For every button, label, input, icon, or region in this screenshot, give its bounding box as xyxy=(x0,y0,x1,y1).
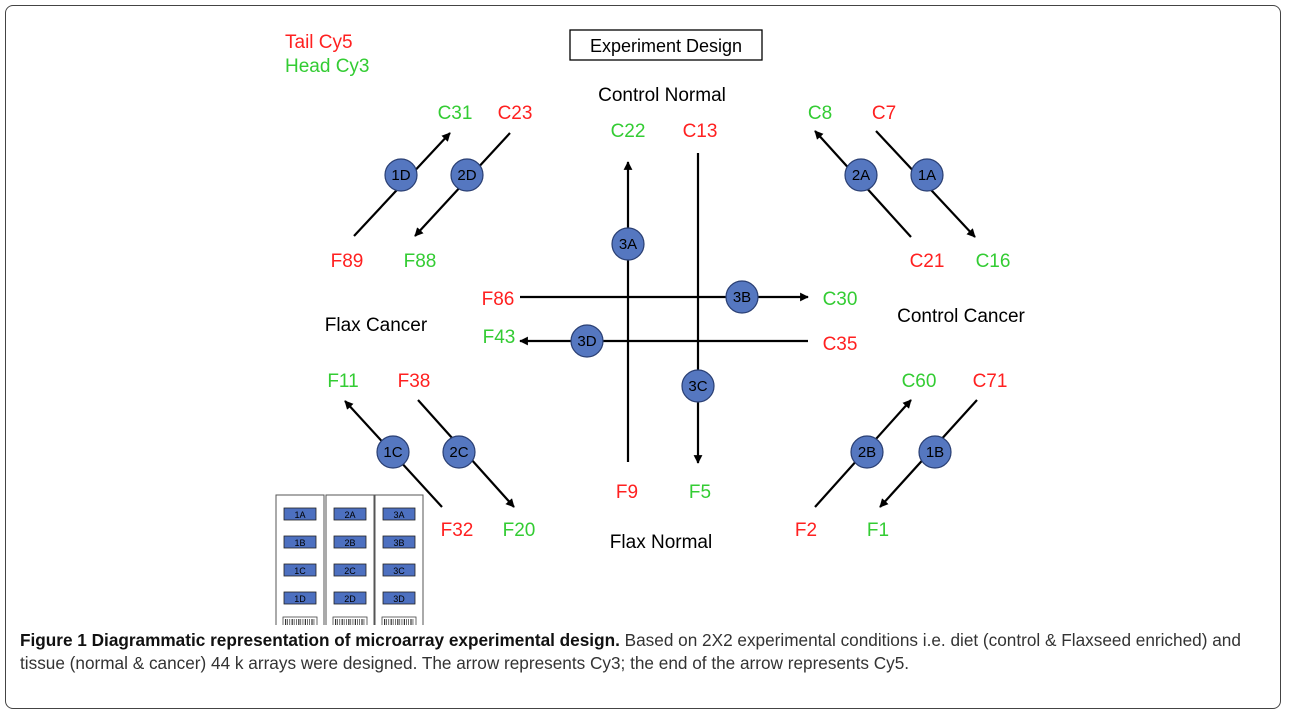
slide-array-label-3A: 3A xyxy=(393,510,404,520)
barcode-3 xyxy=(381,616,417,625)
node-label-1B: 1B xyxy=(926,444,944,461)
node-1D xyxy=(384,158,418,192)
slide-array-label-2C: 2C xyxy=(344,566,356,576)
sample-F11: F11 xyxy=(327,371,358,392)
sample-C60: C60 xyxy=(902,371,937,392)
legend-head: Head Cy3 xyxy=(285,56,370,77)
slide-array-label-3D: 3D xyxy=(393,594,405,604)
node-label-1A: 1A xyxy=(918,167,936,184)
sample-C22: C22 xyxy=(611,121,646,142)
sample-C31: C31 xyxy=(438,103,473,124)
group-control-cancer: Control Cancer xyxy=(897,306,1025,327)
node-label-2A: 2A xyxy=(852,167,870,184)
node-label-1C: 1C xyxy=(383,444,402,461)
slide-array-3C xyxy=(382,563,416,577)
sample-C13: C13 xyxy=(683,121,718,142)
slide-array-label-2D: 2D xyxy=(344,594,356,604)
legend-tail: Tail Cy5 xyxy=(285,32,353,53)
node-label-3B: 3B xyxy=(733,289,751,306)
slide-array-label-3B: 3B xyxy=(393,538,404,548)
node-1C xyxy=(376,435,410,469)
node-3C xyxy=(681,369,715,403)
sample-F86: F86 xyxy=(482,289,515,310)
slide-array-2A xyxy=(333,507,367,521)
sample-F5: F5 xyxy=(689,482,711,503)
barcode-1 xyxy=(282,616,318,625)
node-2D xyxy=(450,158,484,192)
diagram-title: Experiment Design xyxy=(590,36,742,56)
node-2B xyxy=(850,435,884,469)
slide-array-1D xyxy=(283,591,317,605)
group-control-normal: Control Normal xyxy=(598,85,726,106)
group-flax-normal: Flax Normal xyxy=(610,532,712,553)
sample-C8: C8 xyxy=(808,103,832,124)
node-3A xyxy=(611,227,645,261)
figure-caption: Figure 1 Diagrammatic representation of … xyxy=(20,629,1265,674)
sample-C16: C16 xyxy=(976,251,1011,272)
caption-text: Based on 2X2 experimental conditions i.e… xyxy=(20,630,1241,673)
slide-array-2D xyxy=(333,591,367,605)
slide-array-label-1C: 1C xyxy=(294,566,306,576)
sample-F32: F32 xyxy=(441,520,474,541)
group-flax-cancer: Flax Cancer xyxy=(325,315,428,336)
slide-array-3A xyxy=(382,507,416,521)
sample-F20: F20 xyxy=(503,520,536,541)
sample-C7: C7 xyxy=(872,103,896,124)
node-label-3A: 3A xyxy=(619,236,637,253)
title-box xyxy=(569,29,763,61)
slide-array-2B xyxy=(333,535,367,549)
node-1B xyxy=(918,435,952,469)
experiment-diagram: Tail Cy5 Head Cy3 Experiment Design Cont… xyxy=(275,29,1026,625)
figure-frame xyxy=(5,5,1281,709)
slide-array-label-3C: 3C xyxy=(393,566,405,576)
node-label-2B: 2B xyxy=(858,444,876,461)
sample-C21: C21 xyxy=(910,251,945,272)
node-2A xyxy=(844,158,878,192)
node-1A xyxy=(910,158,944,192)
sample-F43: F43 xyxy=(483,327,516,348)
sample-F9: F9 xyxy=(616,482,638,503)
slide-array-label-1A: 1A xyxy=(294,510,305,520)
slide-array-1B xyxy=(283,535,317,549)
slide-array-label-1B: 1B xyxy=(294,538,305,548)
sample-C30: C30 xyxy=(823,289,858,310)
sample-F88: F88 xyxy=(404,251,437,272)
slide-array-1A xyxy=(283,507,317,521)
sample-F38: F38 xyxy=(398,371,431,392)
node-label-1D: 1D xyxy=(391,167,410,184)
node-2C xyxy=(442,435,476,469)
caption-label: Figure 1 Diagrammatic representation of … xyxy=(20,630,620,650)
slide-array-3B xyxy=(382,535,416,549)
node-label-2C: 2C xyxy=(449,444,468,461)
node-label-2D: 2D xyxy=(457,167,476,184)
barcode-2 xyxy=(332,616,368,625)
slide-array-2C xyxy=(333,563,367,577)
slide-array-label-2B: 2B xyxy=(344,538,355,548)
sample-F89: F89 xyxy=(331,251,364,272)
array-slides: 1A 1B 1C 1D 2A 2B 2C 2D 3A 3B 3C 3D xyxy=(275,494,424,625)
sample-C71: C71 xyxy=(973,371,1008,392)
node-3D xyxy=(570,324,604,358)
slide-array-3D xyxy=(382,591,416,605)
node-label-3C: 3C xyxy=(688,378,707,395)
sample-C35: C35 xyxy=(823,334,858,355)
slide-array-label-2A: 2A xyxy=(344,510,355,520)
sample-F1: F1 xyxy=(867,520,889,541)
node-label-3D: 3D xyxy=(577,333,596,350)
sample-C23: C23 xyxy=(498,103,533,124)
slide-array-label-1D: 1D xyxy=(294,594,306,604)
slide-array-1C xyxy=(283,563,317,577)
sample-F2: F2 xyxy=(795,520,817,541)
node-3B xyxy=(725,280,759,314)
